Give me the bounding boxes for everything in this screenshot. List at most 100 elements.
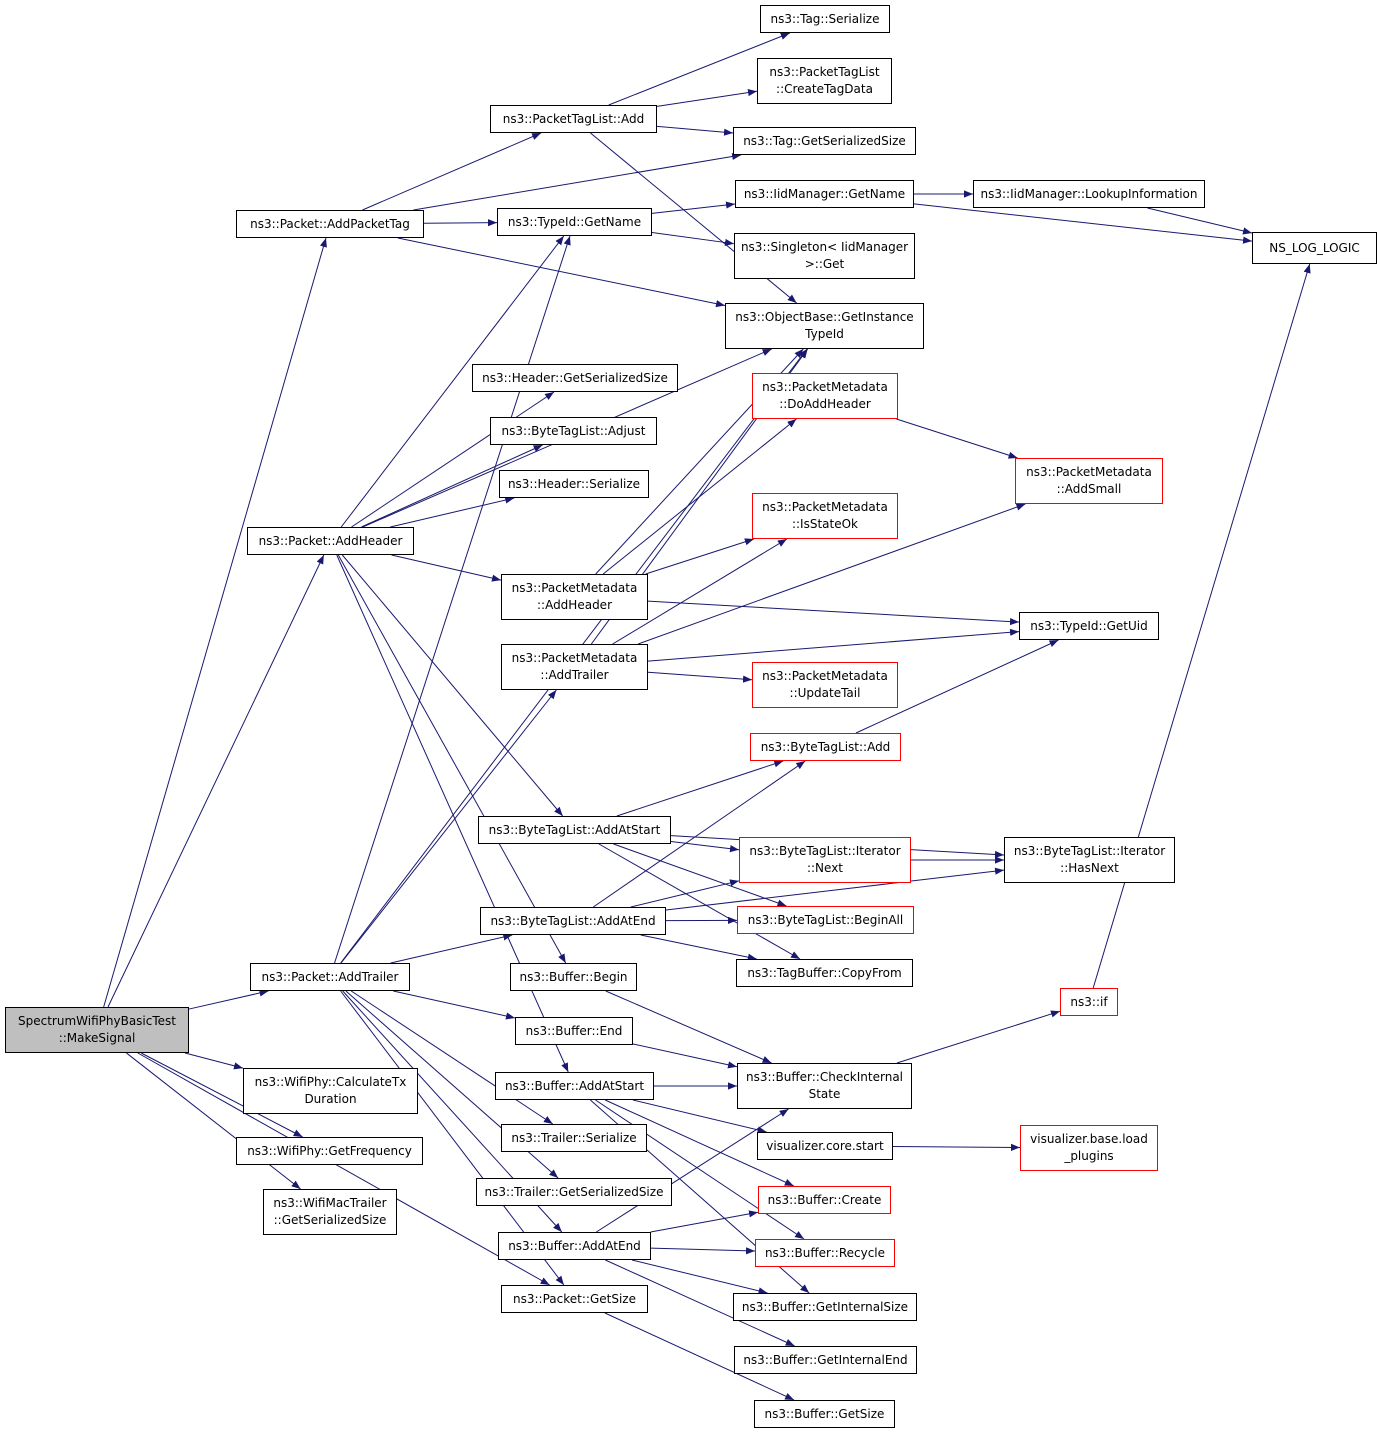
call-edge-iid-manager-get-name-to-ns-log-logic <box>913 203 1253 244</box>
call-edge-byte-tag-list-add-at-start-to-byte-tag-list-add <box>616 760 784 817</box>
node-iid-manager-lookup-information[interactable]: ns3::IidManager::LookupInformation <box>973 180 1205 208</box>
node-packet-metadata-do-add-header[interactable]: ns3::PacketMetadata::DoAddHeader <box>752 373 898 419</box>
node-buffer-end[interactable]: ns3::Buffer::End <box>515 1017 633 1045</box>
node-packet-metadata-add-small[interactable]: ns3::PacketMetadata::AddSmall <box>1015 458 1163 504</box>
call-edge-packet-get-size-to-buffer-get-size <box>604 1312 795 1401</box>
call-edge-byte-tag-list-add-to-type-id-get-uid <box>855 639 1059 734</box>
call-edge-buffer-add-at-start-to-buffer-recycle <box>595 1099 805 1240</box>
call-edge-packet-add-trailer-to-buffer-end <box>393 990 516 1020</box>
node-byte-tag-list-begin-all[interactable]: ns3::ByteTagList::BeginAll <box>737 906 914 934</box>
call-edge-byte-tag-list-add-at-start-to-byte-tag-list-begin-all <box>613 843 787 907</box>
node-packet-get-size[interactable]: ns3::Packet::GetSize <box>501 1285 648 1313</box>
call-edge-packet-add-packet-tag-to-object-base-get-instance-type-id <box>397 237 726 308</box>
node-packet-metadata-add-trailer[interactable]: ns3::PacketMetadata::AddTrailer <box>501 644 648 690</box>
node-byte-tag-list-iterator-has-next[interactable]: ns3::ByteTagList::Iterator::HasNext <box>1004 837 1175 883</box>
node-iid-manager-get-name[interactable]: ns3::IidManager::GetName <box>735 180 914 208</box>
call-edge-packet-add-trailer-to-type-id-get-name <box>334 235 571 964</box>
call-edge-visualizer-core-start-to-visualizer-base-load-plugins <box>892 1143 1021 1152</box>
node-packet-tag-list-create-tag-data[interactable]: ns3::PacketTagList::CreateTagData <box>757 58 892 104</box>
node-ns3-if[interactable]: ns3::if <box>1060 988 1118 1016</box>
node-buffer-begin[interactable]: ns3::Buffer::Begin <box>510 963 637 991</box>
node-wifi-mac-trailer-get-serialized-size[interactable]: ns3::WifiMacTrailer::GetSerializedSize <box>263 1189 397 1235</box>
node-tag-get-serialized-size[interactable]: ns3::Tag::GetSerializedSize <box>733 127 916 155</box>
call-edge-packet-metadata-add-header-to-packet-metadata-is-state-ok <box>645 538 755 575</box>
call-edge-byte-tag-list-add-at-start-to-byte-tag-list-iterator-next <box>670 841 740 853</box>
call-edge-iid-manager-lookup-information-to-ns-log-logic <box>1147 207 1253 235</box>
node-packet-metadata-add-header[interactable]: ns3::PacketMetadata::AddHeader <box>501 574 648 620</box>
node-trailer-get-serialized-size[interactable]: ns3::Trailer::GetSerializedSize <box>476 1178 672 1206</box>
node-byte-tag-list-add[interactable]: ns3::ByteTagList::Add <box>750 733 901 761</box>
call-edge-type-id-get-name-to-singleton-get <box>651 232 735 247</box>
call-edge-packet-add-header-to-header-get-serialized-size <box>351 391 555 528</box>
node-byte-tag-list-adjust[interactable]: ns3::ByteTagList::Adjust <box>490 417 657 445</box>
call-edge-packet-add-header-to-type-id-get-name <box>340 235 565 528</box>
node-byte-tag-list-iterator-next[interactable]: ns3::ByteTagList::Iterator::Next <box>739 837 911 883</box>
call-edge-byte-tag-list-add-at-start-to-tag-buffer-copy-from <box>598 843 801 960</box>
node-tag-serialize[interactable]: ns3::Tag::Serialize <box>760 5 890 33</box>
call-edge-packet-metadata-add-trailer-to-packet-metadata-is-state-ok <box>612 538 788 645</box>
node-visualizer-base-load-plugins[interactable]: visualizer.base.load_plugins <box>1020 1125 1158 1171</box>
node-packet-add-packet-tag[interactable]: ns3::Packet::AddPacketTag <box>236 210 424 238</box>
node-tag-buffer-copy-from[interactable]: ns3::TagBuffer::CopyFrom <box>736 959 913 987</box>
call-edge-packet-metadata-add-trailer-to-packet-metadata-add-small <box>637 503 1026 645</box>
node-type-id-get-name[interactable]: ns3::TypeId::GetName <box>497 208 652 236</box>
node-trailer-serialize[interactable]: ns3::Trailer::Serialize <box>501 1124 647 1152</box>
node-buffer-create[interactable]: ns3::Buffer::Create <box>758 1186 891 1214</box>
call-edge-buffer-add-at-end-to-buffer-recycle <box>650 1247 756 1255</box>
node-header-serialize[interactable]: ns3::Header::Serialize <box>499 470 649 498</box>
call-edge-packet-add-trailer-to-trailer-serialize <box>350 990 554 1125</box>
node-ns-log-logic[interactable]: NS_LOG_LOGIC <box>1252 232 1377 264</box>
node-spectrum-wifi-phy-basic-test-make-signal: SpectrumWifiPhyBasicTest::MakeSignal <box>5 1007 189 1053</box>
call-edge-buffer-add-at-end-to-buffer-get-internal-size <box>631 1259 768 1295</box>
call-edge-packet-metadata-add-trailer-to-type-id-get-uid <box>647 628 1020 662</box>
node-packet-tag-list-add[interactable]: ns3::PacketTagList::Add <box>490 105 657 133</box>
node-packet-add-header[interactable]: ns3::Packet::AddHeader <box>247 527 414 555</box>
node-byte-tag-list-add-at-end[interactable]: ns3::ByteTagList::AddAtEnd <box>480 907 666 935</box>
call-edge-root-to-packet-add-packet-tag <box>103 237 327 1008</box>
call-edge-root-to-packet-add-trailer <box>188 989 269 1010</box>
call-edge-byte-tag-list-add-at-end-to-byte-tag-list-iterator-next <box>630 879 740 908</box>
call-edge-buffer-add-at-start-to-buffer-create <box>604 1099 795 1187</box>
call-edge-buffer-add-at-end-to-buffer-create <box>650 1210 759 1233</box>
node-buffer-get-size[interactable]: ns3::Buffer::GetSize <box>754 1400 895 1428</box>
call-edge-packet-add-header-to-header-serialize <box>390 496 515 528</box>
node-singleton-iid-manager-get[interactable]: ns3::Singleton< IidManager>::Get <box>734 233 915 279</box>
call-edge-packet-metadata-do-add-header-to-packet-metadata-add-small <box>896 418 1018 459</box>
call-edge-packet-tag-list-add-to-tag-get-serialized-size <box>656 125 734 136</box>
call-edge-byte-tag-list-add-at-end-to-tag-buffer-copy-from <box>640 934 757 961</box>
call-edge-root-to-wifi-mac-trailer-get-serialized-size <box>126 1052 301 1190</box>
node-buffer-add-at-start[interactable]: ns3::Buffer::AddAtStart <box>495 1072 654 1100</box>
call-edge-packet-add-packet-tag-to-type-id-get-name <box>423 219 498 227</box>
node-buffer-get-internal-end[interactable]: ns3::Buffer::GetInternalEnd <box>734 1346 917 1374</box>
call-edge-packet-add-header-to-byte-tag-list-adjust <box>361 444 543 528</box>
node-buffer-get-internal-size[interactable]: ns3::Buffer::GetInternalSize <box>733 1293 917 1321</box>
call-edge-packet-add-header-to-buffer-add-at-start <box>336 554 569 1073</box>
call-edge-packet-add-packet-tag-to-packet-tag-list-add <box>362 132 542 211</box>
call-edge-packet-tag-list-add-to-packet-tag-list-create-tag-data <box>656 89 758 107</box>
call-edge-packet-add-trailer-to-packet-metadata-add-trailer <box>340 689 557 964</box>
call-edge-buffer-add-at-end-to-buffer-get-internal-end <box>605 1259 795 1347</box>
node-visualizer-core-start[interactable]: visualizer.core.start <box>757 1132 893 1160</box>
call-edge-packet-add-packet-tag-to-tag-get-serialized-size <box>413 152 742 211</box>
node-wifi-phy-get-frequency[interactable]: ns3::WifiPhy::GetFrequency <box>236 1137 423 1165</box>
node-packet-add-trailer[interactable]: ns3::Packet::AddTrailer <box>250 963 410 991</box>
call-edge-buffer-end-to-buffer-check-internal-state <box>632 1043 738 1069</box>
node-header-get-serialized-size[interactable]: ns3::Header::GetSerializedSize <box>472 364 678 392</box>
node-type-id-get-uid[interactable]: ns3::TypeId::GetUid <box>1019 612 1159 640</box>
node-packet-metadata-update-tail[interactable]: ns3::PacketMetadata::UpdateTail <box>752 662 898 708</box>
node-buffer-recycle[interactable]: ns3::Buffer::Recycle <box>755 1239 895 1267</box>
call-edge-root-to-wifi-phy-get-frequency <box>140 1052 303 1138</box>
call-edge-buffer-add-at-start-to-visualizer-core-start <box>632 1099 767 1134</box>
node-buffer-add-at-end[interactable]: ns3::Buffer::AddAtEnd <box>498 1232 651 1260</box>
node-packet-metadata-is-state-ok[interactable]: ns3::PacketMetadata::IsStateOk <box>752 493 898 539</box>
call-edge-packet-metadata-add-header-to-type-id-get-uid <box>647 600 1020 626</box>
call-edge-root-to-wifi-phy-calculate-tx-duration <box>184 1052 244 1070</box>
call-edge-packet-tag-list-add-to-tag-serialize <box>608 32 790 106</box>
call-edge-root-to-packet-add-header <box>107 554 325 1008</box>
node-byte-tag-list-add-at-start[interactable]: ns3::ByteTagList::AddAtStart <box>478 816 671 844</box>
